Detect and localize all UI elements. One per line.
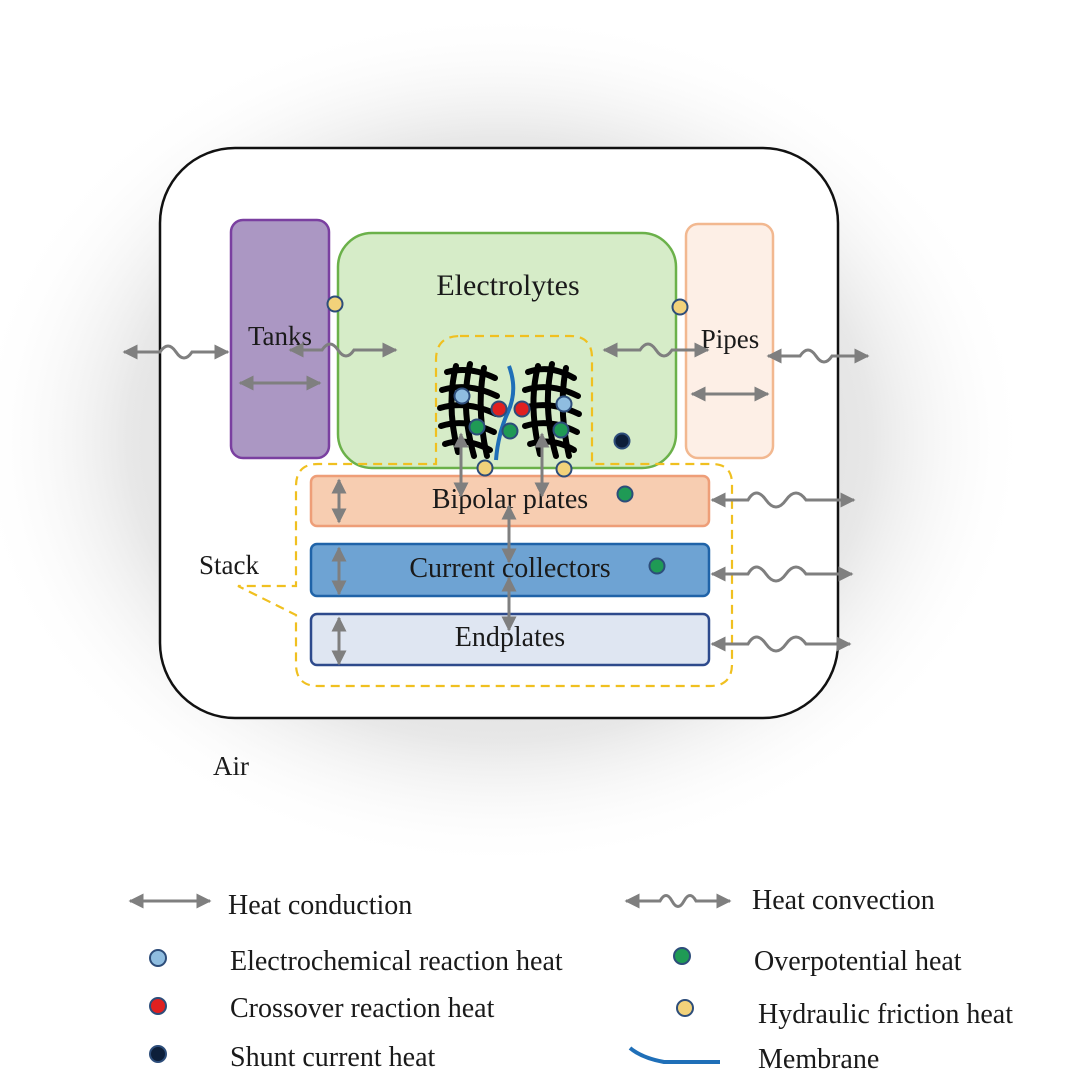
svg-text:Heat convection: Heat convection	[752, 885, 935, 916]
air-label: Air	[213, 751, 249, 781]
legend-hydraulic: Hydraulic friction heat	[676, 999, 1013, 1030]
legend-membrane: Membrane	[628, 1044, 879, 1075]
overpotential-dot	[501, 422, 519, 440]
svg-text:Overpotential heat: Overpotential heat	[754, 946, 962, 977]
overpotential-dot	[552, 421, 570, 439]
hydraulic-dot	[671, 298, 689, 316]
stack-label: Stack	[199, 550, 259, 580]
svg-text:Hydraulic friction heat: Hydraulic friction heat	[758, 999, 1013, 1030]
overpotential-dot	[616, 485, 634, 503]
tanks-box: Tanks	[229, 218, 331, 460]
overpotential-dot	[648, 557, 666, 575]
legend-heat-conduction: Heat conduction	[128, 890, 412, 921]
svg-text:Heat conduction: Heat conduction	[228, 890, 412, 921]
svg-text:Crossover reaction heat: Crossover reaction heat	[230, 993, 495, 1024]
legend-electrochemical: Electrochemical reaction heat	[149, 946, 563, 977]
legend-heat-convection: Heat convection	[624, 885, 935, 916]
crossover-dot	[513, 400, 531, 418]
electrochemical-dot	[555, 395, 573, 413]
svg-text:Membrane: Membrane	[758, 1044, 879, 1075]
legend-crossover: Crossover reaction heat	[149, 993, 495, 1024]
svg-text:Shunt current heat: Shunt current heat	[230, 1042, 435, 1073]
membrane-line	[494, 365, 516, 461]
svg-text:Electrochemical reaction heat: Electrochemical reaction heat	[230, 946, 563, 977]
electrolytes-label: Electrolytes	[436, 269, 579, 302]
pipes-label: Pipes	[701, 324, 760, 354]
hydraulic-dot	[555, 460, 573, 478]
hydraulic-dot	[326, 295, 344, 313]
electrode-dots	[326, 295, 689, 575]
electrochemical-dot	[453, 387, 471, 405]
legend-overpotential: Overpotential heat	[673, 946, 962, 977]
electrode-fibers	[437, 361, 582, 459]
overpotential-dot	[468, 418, 486, 436]
conduction-arrows	[331, 432, 550, 666]
endplates-box: Endplates	[309, 612, 711, 667]
pipes-box: Pipes	[684, 222, 775, 460]
legend-shunt: Shunt current heat	[149, 1042, 435, 1073]
hydraulic-dot	[476, 459, 494, 477]
crossover-dot	[490, 400, 508, 418]
stack-outline	[237, 334, 734, 688]
tanks-label: Tanks	[248, 321, 312, 351]
convection-arrows	[122, 342, 870, 653]
legend: Heat conduction Heat convection Electroc…	[128, 885, 1013, 1075]
shunt-dot	[613, 432, 631, 450]
